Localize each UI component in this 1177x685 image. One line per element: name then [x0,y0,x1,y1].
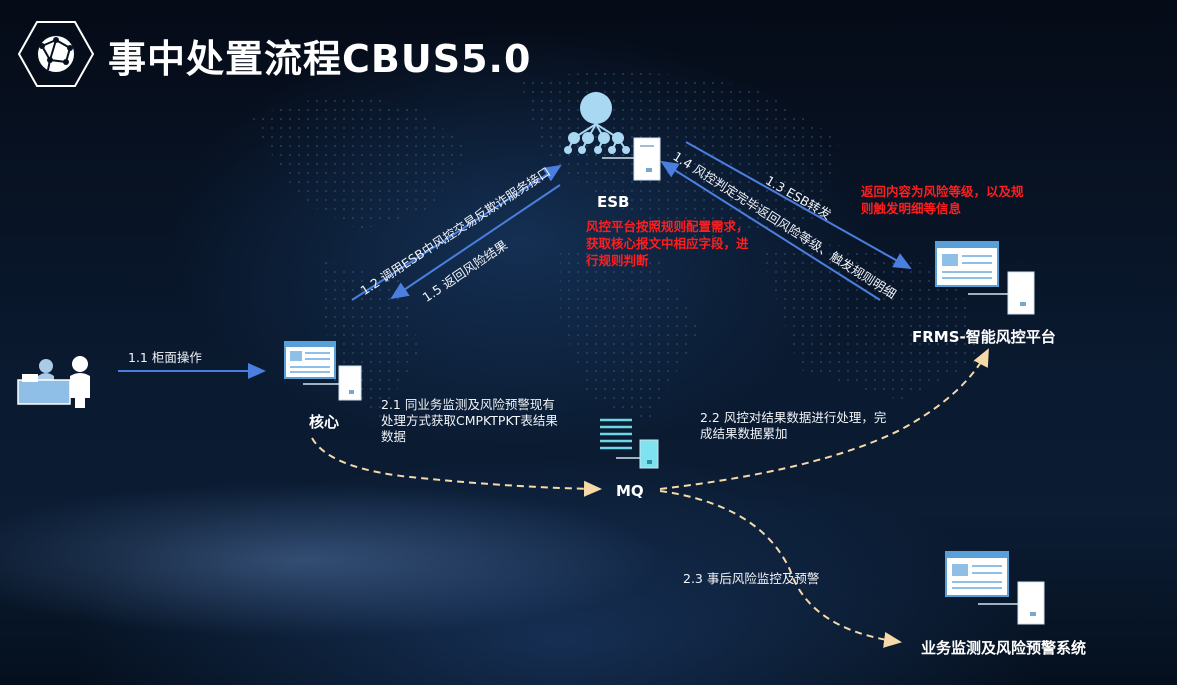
arrow-1-5 [390,184,561,300]
arrow-2-1 [311,437,602,497]
step-2-1-label: 2.1 同业务监测及风险预警现有 处理方式获取CMPKTPKT表结果 数据 [381,397,558,444]
step-2-2-label: 2.2 风控对结果数据进行处理，完 成结果数据累加 [700,410,887,441]
node-monitor-label: 业务监测及风险预警系统 [921,639,1087,657]
esb-rule-note: 风控平台按照规则配置需求， 获取核心报文中相应字段，进 行规则判断 [586,219,749,268]
arrow-2-3 [659,490,902,648]
network-globe-icon [18,21,94,87]
queue-document-icon [600,418,659,469]
server-window-icon [945,551,1045,625]
frms-return-note: 返回内容为风险等级，以及规 则触发明细等信息 [861,184,1024,216]
page-title: 事中处置流程CBUS5.0 [108,37,532,81]
node-esb-label: ESB [597,193,630,211]
bank-teller-icon [17,356,90,408]
server-window-icon [284,341,362,401]
arrow-1-3 [685,141,912,269]
step-2-3-label: 2.3 事后风险监控及预警 [683,571,820,586]
node-core-label: 核心 [309,413,340,431]
network-hub-icon [564,92,661,181]
arrow-1-4 [660,160,881,301]
server-window-icon [935,241,1035,315]
step-1-1-label: 1.1 柜面操作 [128,350,202,365]
arrow-1-2 [351,164,562,301]
node-frms-label: FRMS-智能风控平台 [912,328,1056,346]
arrow-2-2 [659,348,989,490]
node-mq-label: MQ [616,482,644,500]
